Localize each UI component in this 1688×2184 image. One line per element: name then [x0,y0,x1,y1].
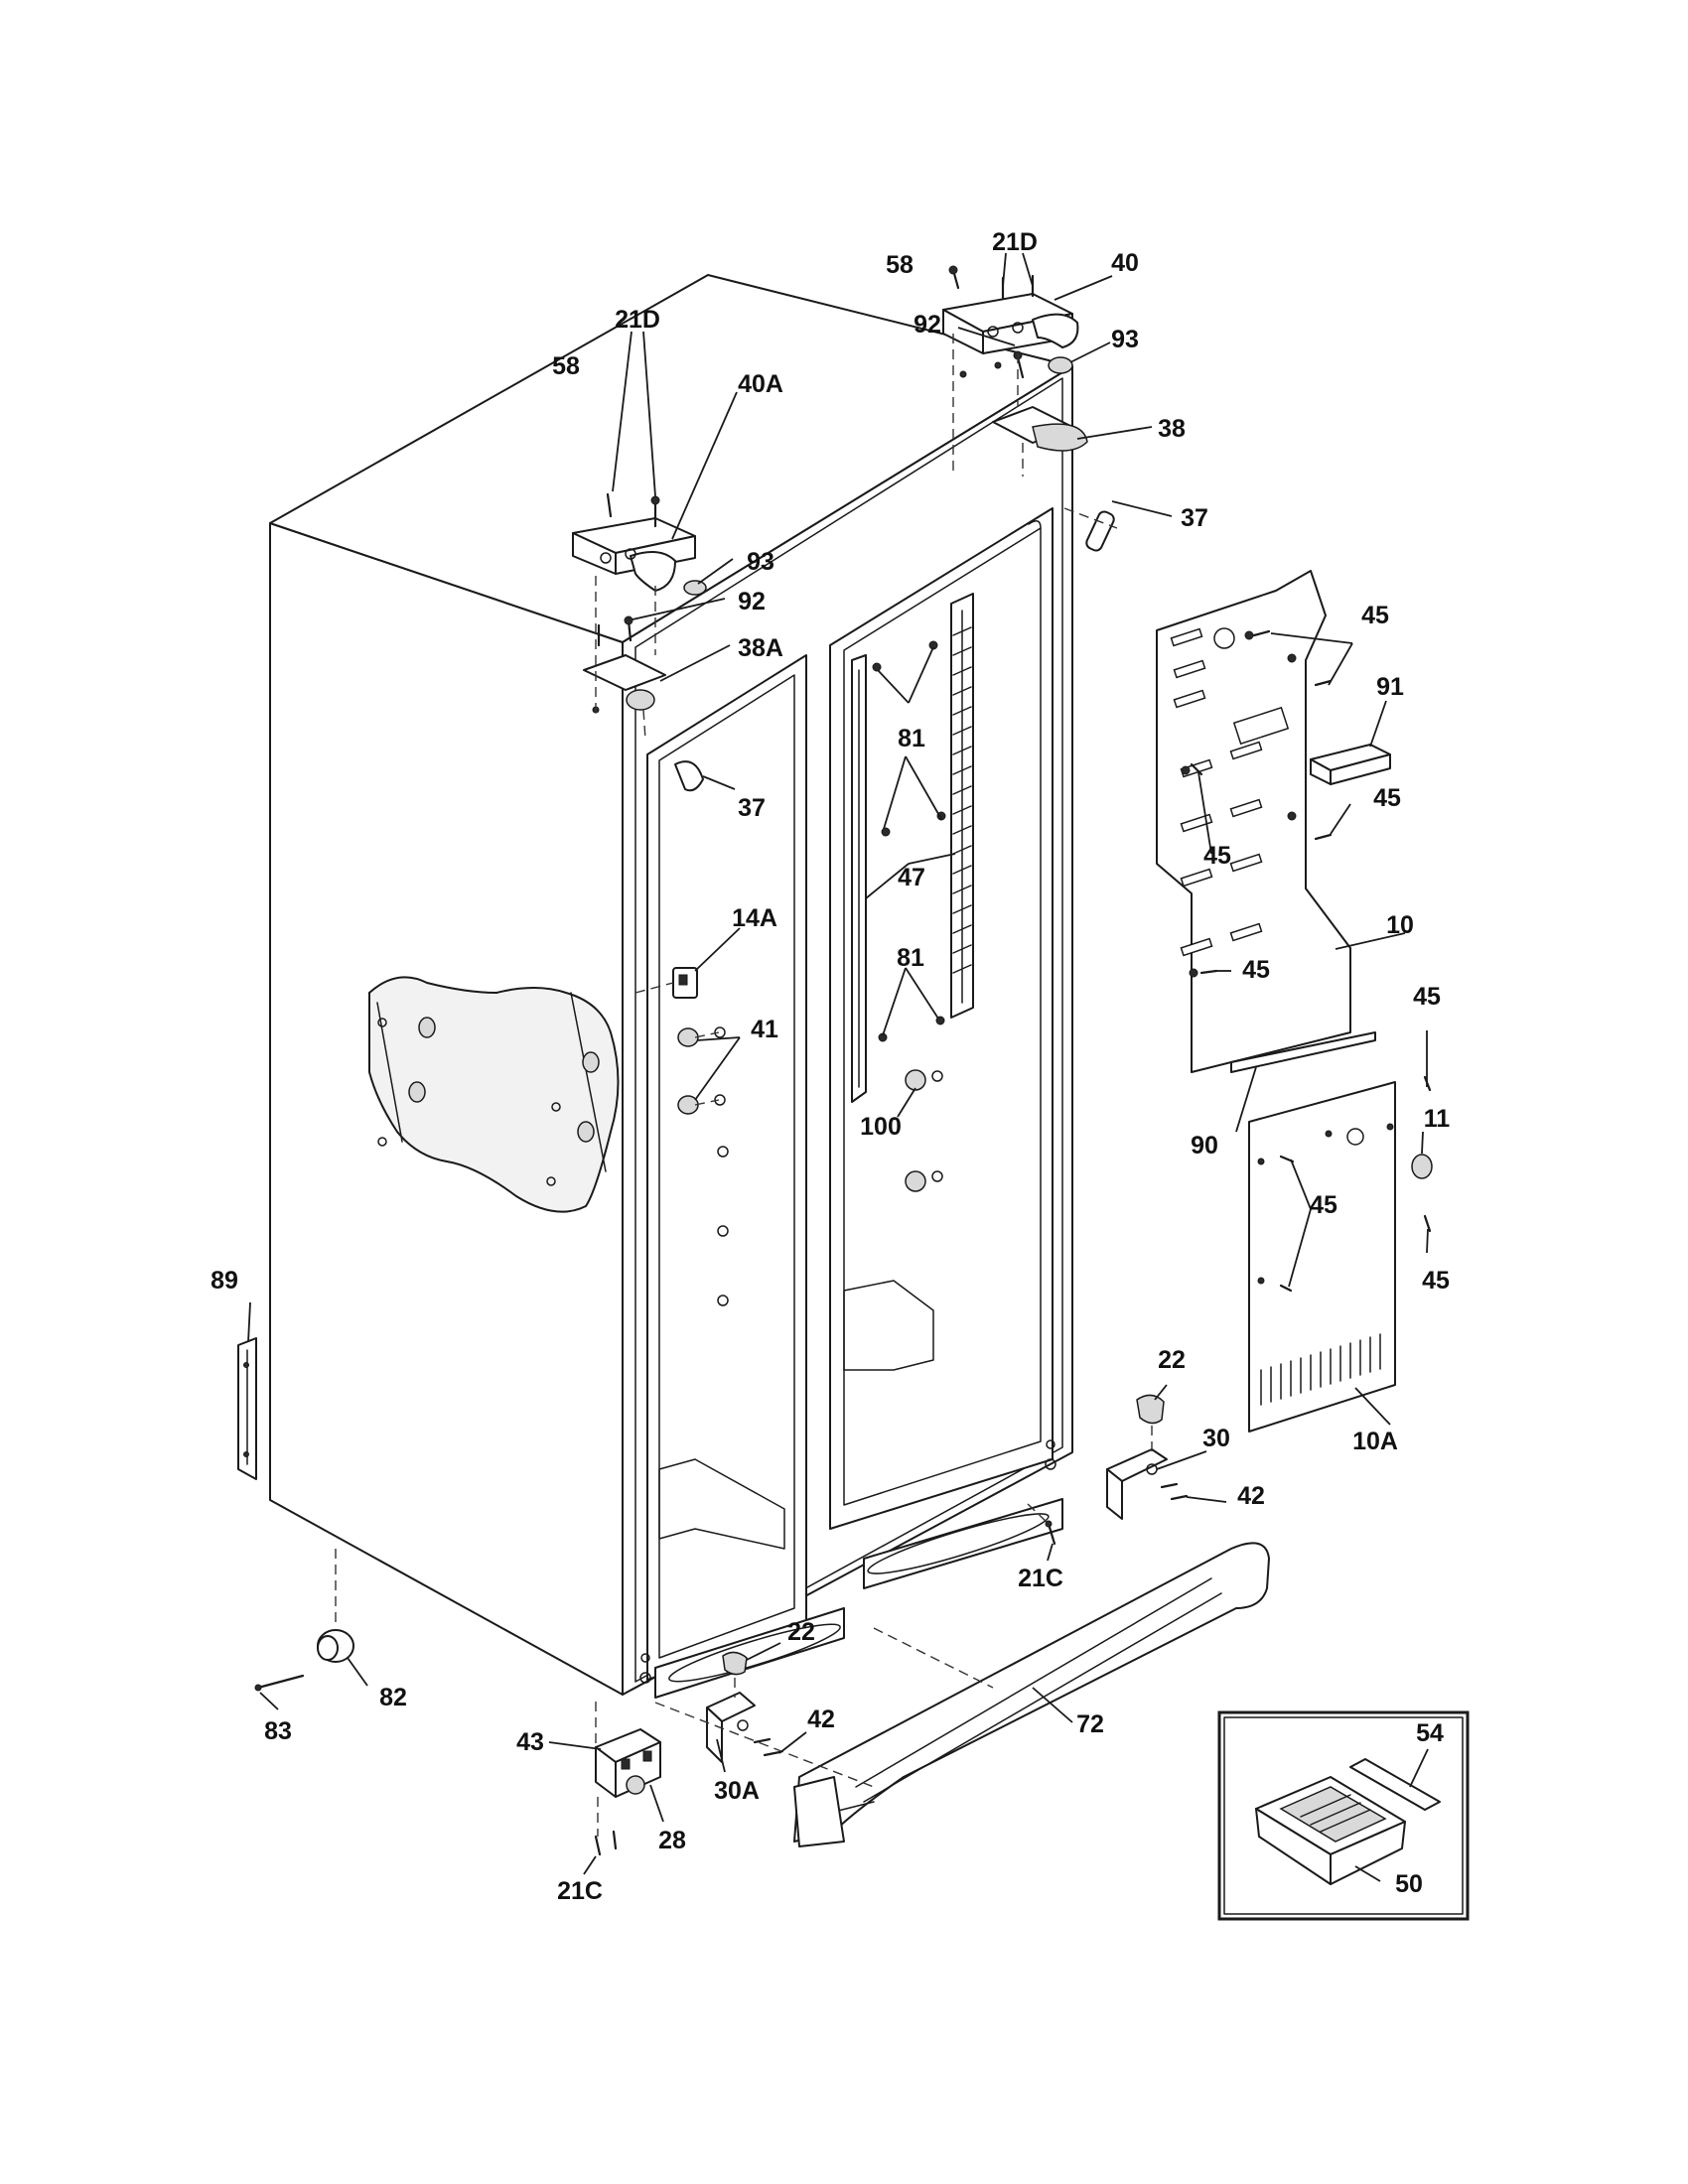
callout-37-inner: 37 [738,794,766,822]
leveling-roller [254,1549,354,1692]
shelf-channels [851,593,974,1192]
callout-45-g: 45 [1422,1267,1450,1295]
toe-grille [654,1542,1270,1847]
callout-37-top: 37 [1181,504,1208,532]
callout-10: 10 [1386,911,1414,939]
callout-42-left: 42 [807,1706,835,1733]
leader-lines [247,252,1429,1882]
top-hinge-left-assembly [572,492,707,792]
callout-92-top: 92 [914,311,941,339]
callout-82: 82 [379,1684,407,1711]
callout-43: 43 [516,1728,544,1756]
callout-40a: 40A [738,370,783,398]
callout-11: 11 [1424,1105,1451,1133]
callout-100: 100 [860,1113,902,1141]
callout-50: 50 [1395,1870,1423,1898]
callout-45-f: 45 [1310,1191,1337,1219]
callout-45-a: 45 [1361,602,1389,629]
top-hinge-right-assembly [942,265,1118,552]
side-bracket [237,1337,257,1480]
callout-21c-mid: 21C [1018,1565,1063,1592]
callout-41: 41 [751,1016,778,1043]
callout-30a: 30A [714,1777,760,1805]
callout-72: 72 [1076,1710,1104,1738]
callout-21c-bottom: 21C [557,1877,603,1905]
rear-cover-panel [1156,570,1391,1073]
callout-45-c: 45 [1203,842,1231,870]
insulation-cutaway [368,976,620,1213]
callout-40: 40 [1111,249,1139,277]
screw-21c-mid [1027,1503,1056,1546]
callout-labels: 58 21D 40 93 92 38 37 58 21D 40A 93 92 3… [211,228,1450,1905]
callout-54: 54 [1416,1719,1444,1747]
callout-14a: 14A [732,904,777,932]
callout-83: 83 [264,1717,292,1745]
callout-22-left: 22 [787,1618,815,1646]
callout-58-left: 58 [552,352,580,380]
callout-91: 91 [1376,673,1404,701]
roller-bracket [594,1702,661,1856]
callout-58-top: 58 [886,251,914,279]
callout-38a: 38A [738,634,783,662]
callout-22-right: 22 [1158,1346,1186,1374]
callout-89: 89 [211,1267,238,1295]
callout-28: 28 [658,1827,686,1854]
callout-90: 90 [1191,1132,1218,1160]
callout-42-right: 42 [1237,1482,1265,1510]
callout-47: 47 [898,864,925,891]
freezer-fittings [634,967,726,1115]
callout-38: 38 [1158,415,1186,443]
lower-hinge-right [1106,1394,1189,1520]
callout-21d-left: 21D [615,306,660,334]
callout-21d-top: 21D [992,228,1038,256]
callout-30: 30 [1202,1425,1230,1452]
callout-93-top: 93 [1111,326,1139,353]
callout-10a: 10A [1352,1428,1398,1455]
callout-93-left: 93 [747,548,774,576]
callout-92-left: 92 [738,588,766,615]
callout-45-b: 45 [1373,784,1401,812]
callout-45-e: 45 [1413,983,1441,1011]
ice-container-inset [1217,1710,1470,1921]
seal-strip [1230,1031,1376,1073]
machine-compartment-cover [1248,1075,1433,1433]
callout-81-b: 81 [897,944,924,972]
callout-45-d: 45 [1242,956,1270,984]
callout-81-a: 81 [898,725,925,752]
